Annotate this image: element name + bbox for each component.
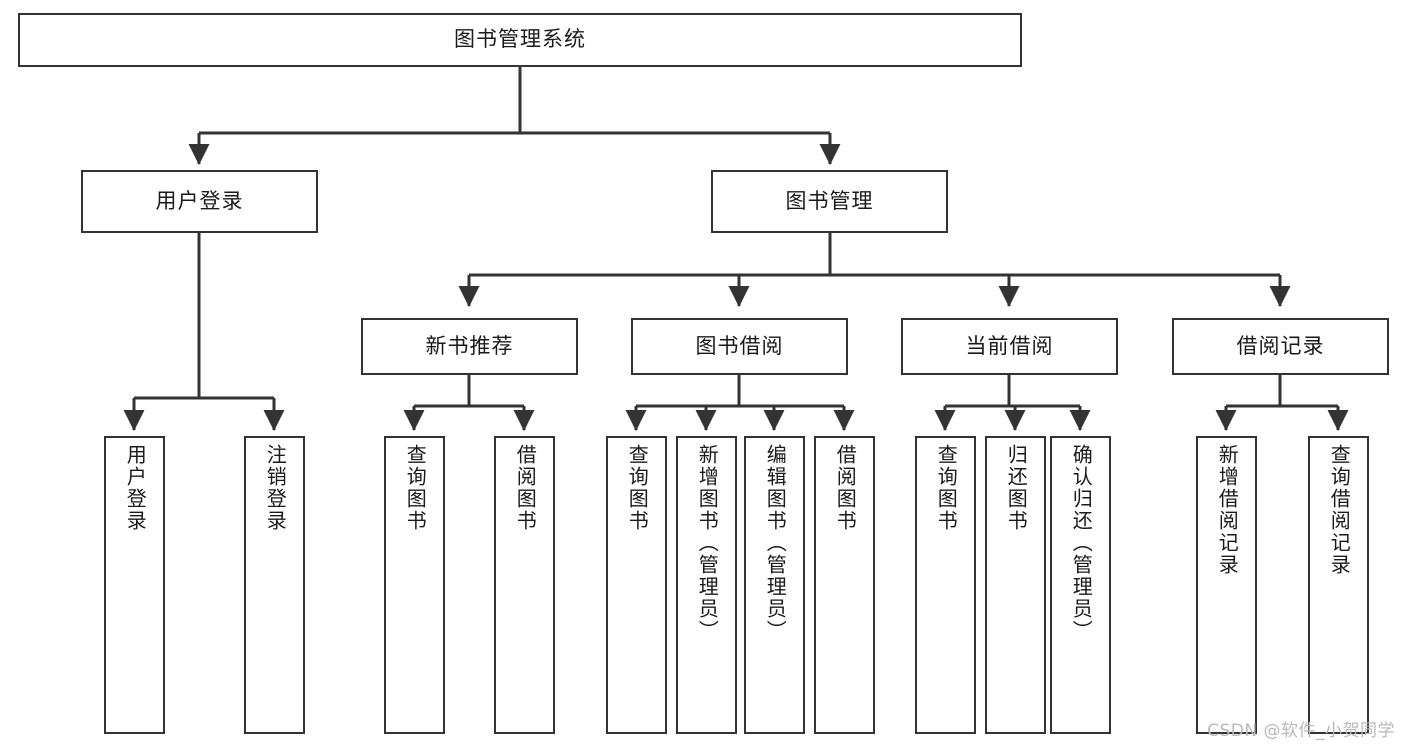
node-leaf-edit-book[interactable]: 编辑图书（管理员）	[744, 436, 805, 734]
node-new-book-recommend[interactable]: 新书推荐	[361, 318, 578, 375]
node-leaf-add-record[interactable]: 新增借阅记录	[1196, 436, 1257, 734]
node-label: 归还图书	[1004, 444, 1029, 532]
node-book-manage[interactable]: 图书管理	[711, 170, 948, 233]
node-leaf-borrow-book-1[interactable]: 借阅图书	[494, 436, 555, 734]
node-leaf-confirm-return[interactable]: 确认归还（管理员）	[1050, 436, 1111, 734]
node-label: 查询借阅记录	[1327, 444, 1352, 576]
node-user-login[interactable]: 用户登录	[81, 170, 318, 233]
node-label: 借阅记录	[1236, 333, 1325, 358]
node-label: 确认归还（管理员）	[1069, 444, 1094, 642]
node-leaf-query-book-1[interactable]: 查询图书	[384, 436, 445, 734]
node-leaf-return-book[interactable]: 归还图书	[985, 436, 1046, 734]
node-label: 新书推荐	[425, 333, 514, 358]
csdn-watermark: CSDN @软件_小贺同学	[1207, 721, 1395, 741]
node-leaf-borrow-book-2[interactable]: 借阅图书	[814, 436, 875, 734]
node-label: 新增借阅记录	[1215, 444, 1240, 576]
node-label: 图书管理系统	[454, 27, 586, 52]
node-book-borrow[interactable]: 图书借阅	[631, 318, 848, 375]
node-leaf-query-book-3[interactable]: 查询图书	[915, 436, 976, 734]
node-current-borrow[interactable]: 当前借阅	[901, 318, 1118, 375]
node-label: 查询图书	[625, 444, 650, 532]
node-label: 借阅图书	[833, 444, 858, 532]
node-leaf-add-book[interactable]: 新增图书（管理员）	[676, 436, 737, 734]
node-borrow-record[interactable]: 借阅记录	[1172, 318, 1389, 375]
node-label: 图书管理	[785, 188, 874, 213]
node-leaf-query-book-2[interactable]: 查询图书	[606, 436, 667, 734]
node-leaf-user-login[interactable]: 用户登录	[104, 436, 165, 734]
node-label: 图书借阅	[695, 333, 784, 358]
node-label: 查询图书	[934, 444, 959, 532]
node-label: 借阅图书	[513, 444, 538, 532]
node-label: 用户登录	[155, 188, 244, 213]
node-leaf-logout-login[interactable]: 注销登录	[244, 436, 305, 734]
node-label: 用户登录	[123, 444, 148, 532]
node-leaf-query-record[interactable]: 查询借阅记录	[1308, 436, 1369, 734]
node-label: 新增图书（管理员）	[695, 444, 720, 642]
node-label: 查询图书	[403, 444, 428, 532]
node-root-system[interactable]: 图书管理系统	[18, 13, 1022, 67]
node-label: 编辑图书（管理员）	[763, 444, 788, 642]
node-label: 当前借阅	[965, 333, 1054, 358]
node-label: 注销登录	[263, 444, 288, 532]
